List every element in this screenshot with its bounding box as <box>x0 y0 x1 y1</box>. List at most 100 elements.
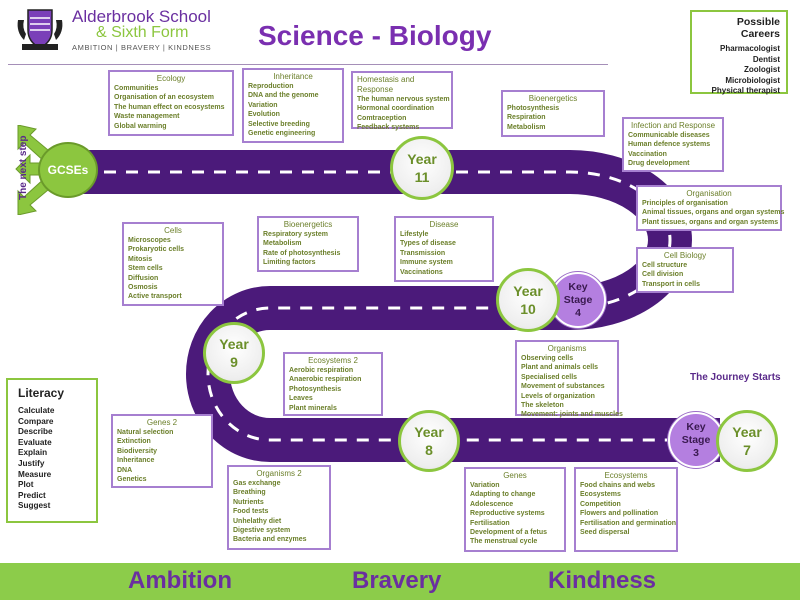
topic-item: Principles of organisation <box>642 200 728 207</box>
year-number: 7 <box>743 442 751 458</box>
topic-item: Selective breeding <box>248 120 310 128</box>
topic-item: Unhelathy diet <box>233 517 282 525</box>
topic-item: DNA <box>117 466 133 474</box>
topic-bioenergetics-y9: Bioenergetics Respiratory system Metabol… <box>257 216 359 272</box>
school-name: Alderbrook School <box>72 7 211 26</box>
topic-item: Leaves <box>289 395 313 403</box>
career-item: Microbiologist <box>725 75 780 85</box>
topic-item: Animal tissues, organs and organ systems <box>642 209 785 217</box>
topic-item: Variation <box>248 101 278 109</box>
topic-item: Reproduction <box>248 83 294 90</box>
values-footer: Ambition Bravery Kindness <box>0 563 800 600</box>
literacy-item: Plot <box>18 480 34 490</box>
title-divider <box>8 64 608 65</box>
topic-item: Lifestyle <box>400 231 429 238</box>
topic-item: Microscopes <box>128 237 171 244</box>
topic-title: Ecosystems <box>604 471 648 480</box>
topic-item: Flowers and pollination <box>580 510 659 518</box>
topic-title: Disease <box>429 220 459 229</box>
careers-box: Possible Careers Pharmacologist Dentist … <box>690 10 788 95</box>
topic-disease: Disease Lifestyle Types of disease Trans… <box>394 216 494 282</box>
topic-organisms-2: Organisms 2 Gas exchange Breathing Nutri… <box>227 465 331 550</box>
topic-item: Mitosis <box>128 255 153 263</box>
topic-title: Organisation <box>686 189 732 198</box>
ks-number: 3 <box>693 446 699 459</box>
literacy-item: Measure <box>18 469 52 479</box>
topic-item: Metabolism <box>263 240 302 248</box>
literacy-item: Calculate <box>18 406 55 415</box>
topic-organisms: Organisms Observing cells Plant and anim… <box>515 340 623 418</box>
career-item: Physical therapist <box>711 86 780 95</box>
topic-item: Human defence systems <box>628 141 711 149</box>
topic-title: Organisms <box>547 344 587 353</box>
year-number: 8 <box>425 442 433 458</box>
topic-homeostasis: Homestasis and Response The human nervou… <box>351 71 453 131</box>
ks-label: Stage <box>681 433 711 446</box>
gcse-label: GCSEs <box>47 163 89 177</box>
ks-number: 4 <box>575 306 581 319</box>
school-crest-logo <box>17 9 63 50</box>
topic-item: Ecosystems <box>580 491 621 499</box>
career-item: Pharmacologist <box>719 44 780 53</box>
ks-label: Key <box>686 420 706 433</box>
topic-item: Gas exchange <box>233 480 281 487</box>
literacy-box: Literacy Calculate Compare Describe Eval… <box>6 378 98 523</box>
topic-item: Vaccination <box>628 150 667 158</box>
topic-title: Inheritance <box>273 72 313 81</box>
literacy-item: Compare <box>18 416 54 426</box>
ks-label: Stage <box>563 293 593 306</box>
year-number: 11 <box>414 169 430 185</box>
topic-item: Development of a fetus <box>470 529 548 537</box>
topic-item: Genetics <box>117 476 147 484</box>
topic-item: Comtraception <box>357 114 407 122</box>
topic-item: Plant minerals <box>289 404 337 412</box>
topic-item: Transmission <box>400 249 446 257</box>
topic-item: Genetic engineering <box>248 130 316 138</box>
topic-item: Natural selection <box>117 429 174 436</box>
topic-item: Competition <box>580 500 621 508</box>
topic-title: Genes 2 <box>146 418 178 427</box>
topic-title: Cells <box>164 226 182 235</box>
year-label: Year <box>219 336 249 352</box>
topic-item: Communities <box>114 85 159 92</box>
topic-item: Drug development <box>628 160 690 168</box>
topic-item: DNA and the genome <box>248 92 319 100</box>
topic-item: Respiration <box>507 114 546 122</box>
topic-item: Movement of substances <box>521 383 605 391</box>
topic-item: Levels of organization <box>521 392 595 400</box>
topic-item: Cell division <box>642 271 684 279</box>
topic-title: Ecosystems 2 <box>308 356 358 365</box>
topic-title: Genes <box>503 471 527 480</box>
year-8-milestone: Year 8 <box>398 410 460 472</box>
topic-infection-response: Infection and Response Communicable dise… <box>622 117 724 172</box>
journey-starts-label: The Journey Starts <box>690 372 781 383</box>
topic-item: Breathing <box>233 489 266 497</box>
topic-item: Metabolism <box>507 123 546 131</box>
literacy-item: Evaluate <box>18 437 52 447</box>
year-label: Year <box>414 424 444 440</box>
topic-item: The human effect on ecosystems <box>114 103 225 111</box>
topic-item: Observing cells <box>521 355 574 362</box>
topic-item: Bacteria and enzymes <box>233 536 307 544</box>
career-item: Zoologist <box>744 65 780 74</box>
year-9-milestone: Year 9 <box>203 322 265 384</box>
year-10-milestone: Year 10 <box>496 268 560 332</box>
value-kindness: Kindness <box>548 567 657 594</box>
topic-bioenergetics-y11: Bioenergetics Photosynthesis Respiration… <box>501 90 605 137</box>
topic-item: Extinction <box>117 438 151 446</box>
topic-item: Organisation of an ecosystem <box>114 94 214 102</box>
topic-title: Bioenergetics <box>283 220 333 229</box>
topic-item: Active transport <box>128 293 182 301</box>
topic-item: Waste management <box>114 113 180 121</box>
topic-item: Osmosis <box>128 284 158 292</box>
career-item: Dentist <box>752 54 780 64</box>
topic-item: Evolution <box>248 111 280 119</box>
road-path <box>60 150 720 462</box>
literacy-item: Justify <box>18 458 45 468</box>
literacy-title: Literacy <box>18 386 65 400</box>
topic-title: Bioenergetics <box>528 94 578 103</box>
topic-genes: Genes Variation Adapting to change Adole… <box>464 467 566 552</box>
topic-item: Prokaryotic cells <box>128 246 185 254</box>
topic-item: Fertilisation and germination <box>580 519 677 527</box>
topic-item: Stem cells <box>128 265 163 273</box>
